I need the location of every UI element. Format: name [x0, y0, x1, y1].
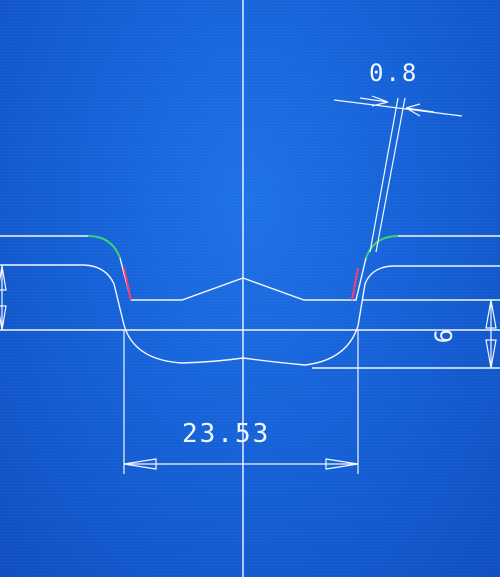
chamfer-arrow-left — [359, 95, 389, 107]
width-arrow-right — [325, 458, 359, 470]
outer-profile-upper — [0, 235, 500, 301]
right-flank-highlight — [351, 267, 359, 301]
chamfer-dimension-text: 0.8 — [369, 59, 418, 87]
outer-profile-lower — [0, 264, 500, 366]
chamfer-arrow-right — [405, 103, 435, 117]
left-arrow-top — [0, 265, 7, 291]
chamfer-dimension-line — [333, 99, 463, 117]
left-chamfer-highlight — [87, 235, 121, 259]
left-flank-highlight — [123, 267, 132, 301]
depth-arrow-bottom — [485, 339, 497, 369]
left-arrow-bottom — [0, 305, 7, 331]
width-dimension-text: 23.53 — [182, 419, 270, 449]
depth-arrow-top — [485, 299, 497, 329]
width-arrow-left — [123, 458, 157, 470]
chamfer-leader-a — [369, 97, 399, 253]
chamfer-leader-b — [375, 97, 406, 253]
depth-dimension-text: 6 — [430, 329, 458, 343]
